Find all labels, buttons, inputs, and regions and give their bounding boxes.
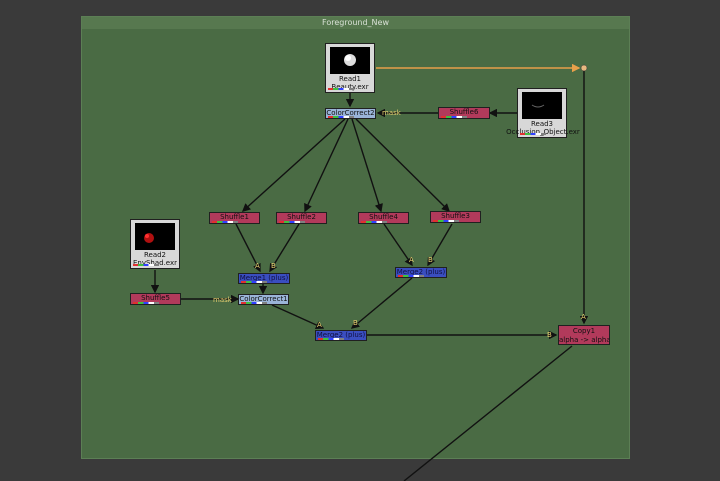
copy1-a-tag: A (581, 313, 586, 321)
wire-cc1-merge2b (271, 304, 325, 329)
merge2top-b-tag: B (428, 256, 433, 264)
read3-node[interactable]: Read3 Occlusion_Object.exr (506, 88, 580, 138)
read3-file: Occlusion_Object.exr (506, 128, 580, 136)
dot-node (580, 64, 588, 72)
colorcorrect1-label: ColorCorrect1 (239, 295, 288, 303)
read2-name: Read2 (143, 251, 167, 259)
wire-cc2-shuffle2 (304, 118, 349, 213)
wire-cc2-shuffle4 (351, 118, 383, 213)
wire-shuffle1-merge1 (235, 223, 261, 273)
merge2-bottom-label: Merge2 (plus) (316, 331, 366, 339)
merge2-top-label: Merge2 (plus) (396, 268, 446, 276)
shuffle3-label: Shuffle3 (441, 212, 470, 220)
wire-shuffle2-merge1 (269, 223, 300, 273)
read3-name: Read3 (530, 120, 554, 128)
merge2b-b-tag: B (353, 319, 358, 327)
shuffle5-label: Shuffle5 (141, 294, 170, 302)
copy1-node[interactable]: Copy1 alpha -> alpha (558, 325, 610, 345)
colorcorrect1-node[interactable]: ColorCorrect1 (238, 294, 289, 305)
copy1-name: Copy1 (572, 327, 596, 335)
shuffle6-label: Shuffle6 (449, 108, 479, 116)
wire-shuffle3-merge2 (427, 223, 453, 267)
shuffle4-label: Shuffle4 (369, 213, 398, 221)
shuffle4-node[interactable]: Shuffle4 (358, 212, 409, 224)
merge1-label: Merge1 (plus) (239, 274, 289, 282)
merge1-b-tag: B (271, 262, 276, 270)
merge1-a-tag: A (255, 262, 260, 270)
copy1-b-tag: B (547, 331, 552, 339)
merge2-bottom-node[interactable]: Merge2 (plus) (315, 330, 367, 341)
shuffle2-label: Shuffle2 (287, 213, 316, 221)
colorcorrect2-node[interactable]: ColorCorrect2 (325, 108, 376, 119)
wire-merge2top-merge2b (350, 277, 413, 329)
read1-thumbnail (330, 47, 370, 74)
shuffle2-node[interactable]: Shuffle2 (276, 212, 327, 224)
merge2top-a-tag: A (409, 256, 414, 264)
merge2b-a-tag: A (317, 321, 322, 329)
wire-cc2-shuffle1 (241, 118, 346, 212)
cc2-mask-tag: mask (382, 109, 401, 117)
copy1-subtitle: alpha -> alpha (559, 336, 609, 344)
shuffle6-node[interactable]: Shuffle6 (438, 107, 490, 119)
colorcorrect2-label: ColorCorrect2 (326, 109, 375, 117)
backdrop-title: Foreground_New (82, 17, 629, 29)
read1-name: Read1 (338, 75, 362, 83)
shuffle3-node[interactable]: Shuffle3 (430, 211, 481, 223)
read2-node[interactable]: Read2 EnvShad.exr (130, 219, 180, 269)
cc1-mask-tag: mask (213, 296, 232, 304)
merge2-top-node[interactable]: Merge2 (plus) (395, 267, 447, 278)
shuffle1-node[interactable]: Shuffle1 (209, 212, 260, 224)
wire-cc2-shuffle3 (355, 118, 450, 212)
read3-thumbnail (522, 92, 562, 119)
read1-node[interactable]: Read1 Beauty.exr (325, 43, 375, 93)
read2-file: EnvShad.exr (132, 259, 178, 267)
shuffle5-node[interactable]: Shuffle5 (130, 293, 181, 305)
read2-thumbnail (135, 223, 175, 250)
read1-file: Beauty.exr (331, 83, 369, 91)
shuffle1-label: Shuffle1 (220, 213, 249, 221)
wire-shuffle4-merge2 (383, 223, 413, 267)
merge1-node[interactable]: Merge1 (plus) (238, 273, 290, 284)
wire-copy1-out (403, 345, 573, 481)
